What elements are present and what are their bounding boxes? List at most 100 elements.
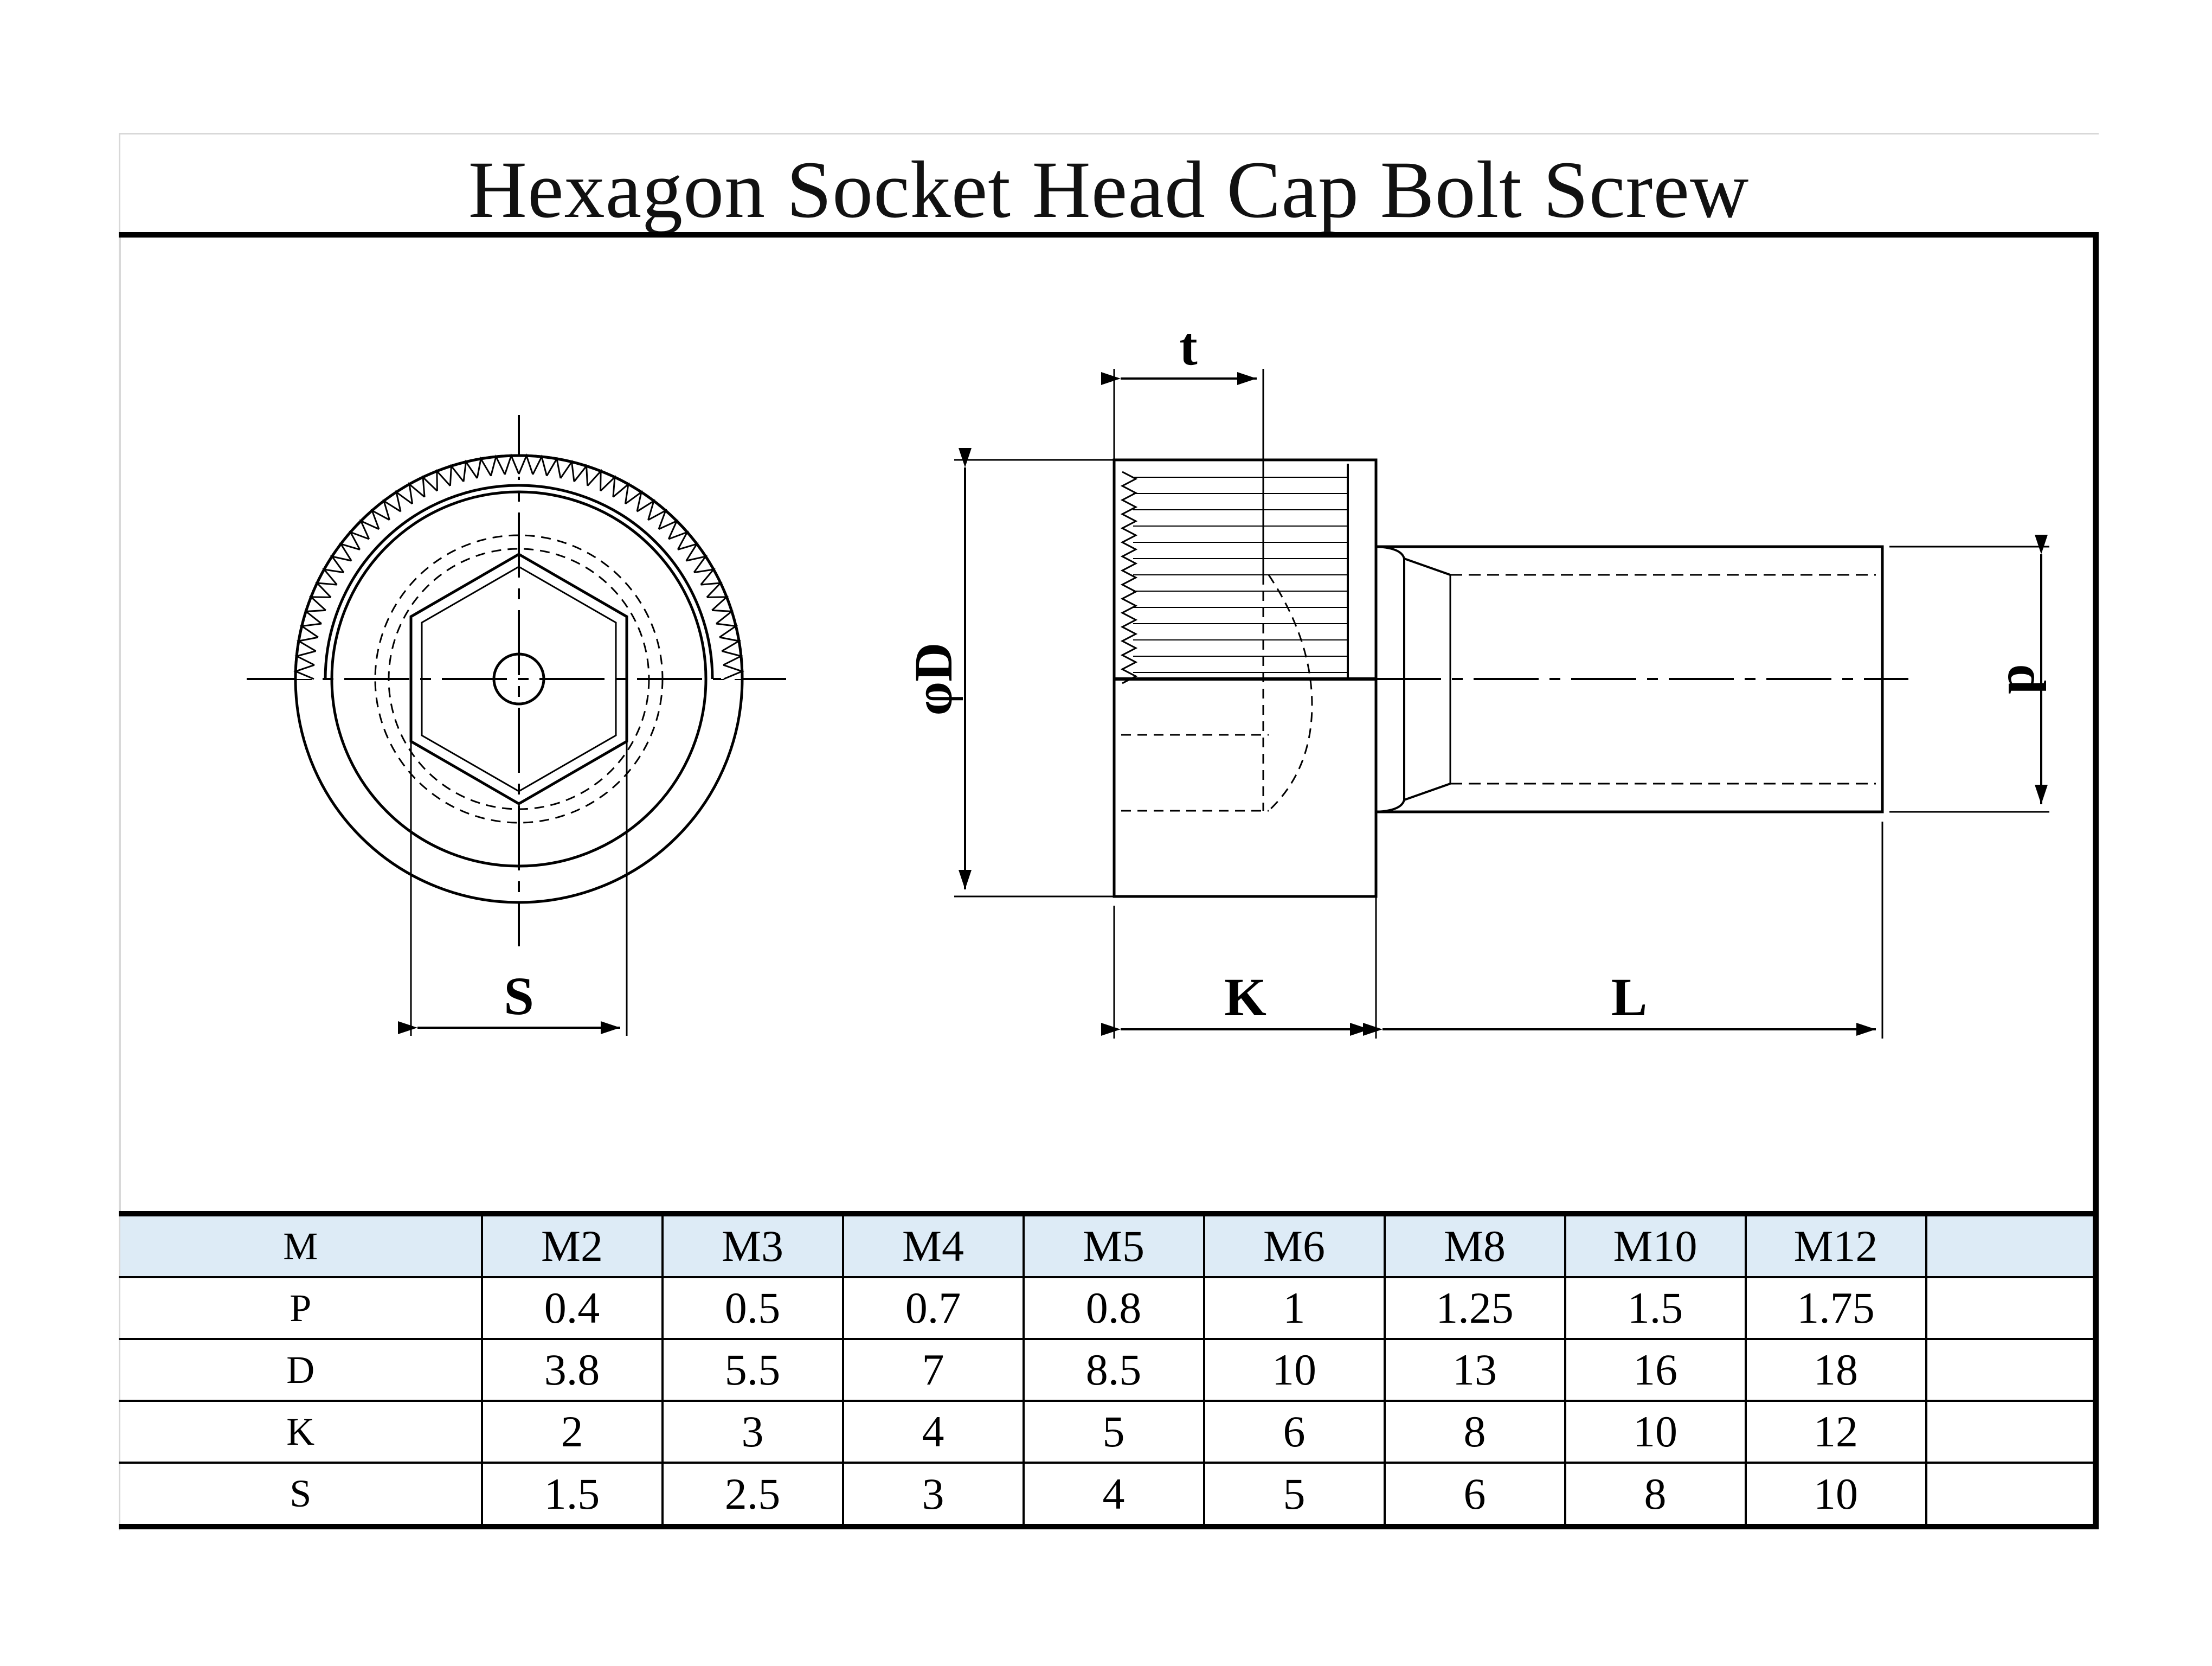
table-cell: 1.25 — [1383, 1277, 1565, 1341]
knurl-tooth — [722, 650, 744, 666]
knurl-tooth — [339, 542, 361, 561]
table-cell: 2 — [480, 1401, 663, 1464]
knurl-tooth — [625, 490, 643, 512]
row-label-cell: P — [118, 1277, 482, 1341]
knurl-tooth — [449, 464, 465, 486]
row-label-cell: S — [118, 1463, 482, 1529]
shank-taper-bottom — [1404, 783, 1451, 801]
knurl-teeth — [293, 453, 745, 680]
knurl-tooth — [462, 459, 478, 482]
knurl-tooth — [299, 623, 322, 638]
header-cell: M4 — [841, 1210, 1024, 1279]
header-cell: M12 — [1744, 1210, 1926, 1279]
table-cell: 3.8 — [480, 1339, 663, 1402]
knurl-tooth — [532, 454, 548, 476]
label-t: t — [1179, 316, 1197, 376]
knurl-tooth — [647, 509, 667, 530]
table-cell: 1.5 — [480, 1463, 663, 1529]
row-label-cell: D — [118, 1339, 482, 1402]
table-cell: 5 — [1203, 1463, 1385, 1529]
knurl-tooth — [436, 469, 451, 491]
label-l: L — [1611, 967, 1648, 1027]
knurl-tooth — [382, 499, 401, 521]
table-cell: 13 — [1383, 1339, 1565, 1402]
table-cell — [1925, 1277, 2099, 1341]
knurl-tooth — [677, 542, 699, 561]
header-cell: M5 — [1022, 1210, 1204, 1279]
row-label-cell: M — [118, 1210, 482, 1279]
label-d: d — [1997, 664, 2057, 694]
knurl-tooth — [422, 475, 438, 497]
table-cell — [1925, 1463, 2099, 1529]
table-cell: 4 — [1022, 1463, 1204, 1529]
table-cell: 18 — [1744, 1339, 1926, 1402]
table-cell: 5.5 — [661, 1339, 843, 1402]
socket-center-hole — [492, 652, 545, 706]
knurl-tooth — [408, 482, 426, 504]
knurl-tooth — [573, 464, 589, 486]
knurl-tooth — [712, 609, 734, 625]
knurl-tooth — [723, 664, 745, 680]
knurl-tooth — [706, 596, 729, 611]
knurl-tooth — [658, 519, 679, 540]
table-cell: 0.8 — [1022, 1277, 1204, 1341]
end-view — [247, 415, 786, 1036]
table-cell — [1925, 1401, 2099, 1464]
knurl-tooth — [719, 636, 742, 652]
side-view — [954, 369, 2049, 1039]
knurl-tooth — [349, 530, 370, 550]
hex-socket-outer — [409, 553, 628, 805]
label-s: S — [504, 966, 534, 1026]
table-cell: 7 — [841, 1339, 1024, 1402]
table-cell: 0.5 — [661, 1277, 843, 1341]
label-phid: φD — [903, 643, 963, 716]
knurl-tooth — [518, 453, 534, 475]
frame-right-edge — [2093, 238, 2099, 1216]
header-cell: M10 — [1564, 1210, 1746, 1279]
hidden-bore-circle — [388, 548, 650, 810]
shank-fillet-top — [1375, 546, 1405, 679]
knurl-sawtooth — [1120, 471, 1138, 684]
hex-socket-inner — [421, 566, 617, 792]
knurl-tooth — [308, 596, 331, 611]
knurl-tooth — [304, 609, 326, 625]
knurl-tooth — [395, 490, 413, 512]
header-cell: M8 — [1383, 1210, 1565, 1279]
hidden-thread-circle — [374, 534, 664, 824]
table-cell: 6 — [1383, 1463, 1565, 1529]
knurl-tooth — [600, 475, 616, 497]
table-cell — [1925, 1339, 2099, 1402]
table-cell: 1.5 — [1564, 1277, 1746, 1341]
knurl-tooth — [359, 519, 380, 540]
knurl-tooth — [700, 582, 723, 598]
table-cell: 1.75 — [1744, 1277, 1926, 1341]
table-cell: 4 — [841, 1401, 1024, 1464]
knurl-tooth — [693, 568, 716, 586]
hidden-socket — [1121, 574, 1313, 812]
title-underline — [119, 232, 2099, 238]
frame-left-edge — [119, 238, 121, 1216]
label-k: K — [1224, 967, 1266, 1027]
knurl-tooth — [668, 530, 689, 550]
table-cell: 10 — [1744, 1463, 1926, 1529]
row-label-cell: K — [118, 1401, 482, 1464]
knurl-tooth — [476, 456, 492, 479]
head-inner-circle — [330, 490, 708, 868]
table-cell: 6 — [1203, 1401, 1385, 1464]
table-cell: 12 — [1744, 1401, 1926, 1464]
knurl-tooth — [587, 469, 602, 491]
knurl-tooth — [636, 499, 655, 521]
knurl-tooth — [490, 454, 506, 476]
header-cell: M2 — [480, 1210, 663, 1279]
shank-fillet-bottom — [1375, 679, 1405, 813]
table-cell: 3 — [841, 1463, 1024, 1529]
header-cell: M6 — [1203, 1210, 1385, 1279]
knurl-tooth — [546, 456, 562, 479]
table-cell: 8.5 — [1022, 1339, 1204, 1402]
knurl-tooth — [612, 482, 630, 504]
